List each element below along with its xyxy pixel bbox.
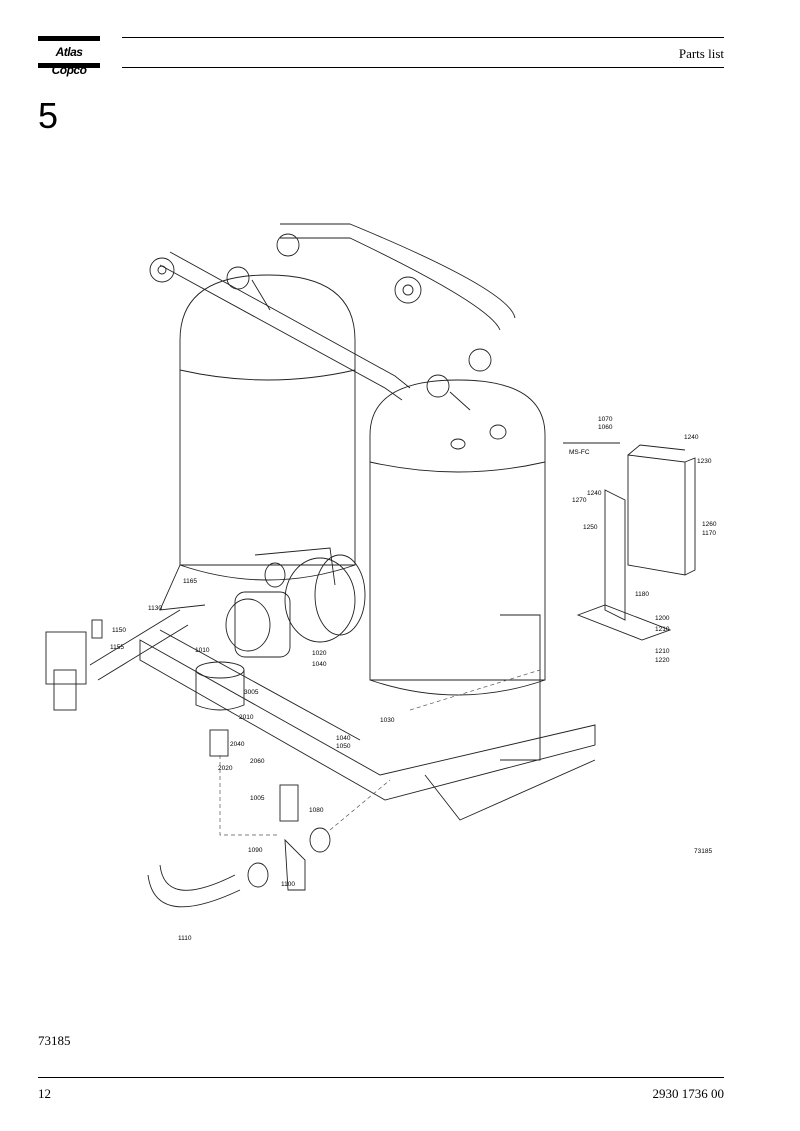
atlas-copco-logo: Atlas Copco <box>38 36 100 77</box>
callout-1210-lower: 1210 <box>655 648 670 655</box>
drawing-number: 73185 <box>694 848 712 855</box>
callout-1150: 1150 <box>112 627 126 634</box>
callout-1170: 1170 <box>702 530 716 537</box>
callout-1230: 1230 <box>697 458 712 465</box>
callout-labels: 1005 1010 1020 1030 1040 1040 1050 1060 … <box>110 416 717 942</box>
callout-2040: 2040 <box>230 741 245 748</box>
header-title: Parts list <box>678 46 724 61</box>
callout-1260: 1260 <box>702 521 717 528</box>
logo-text: Atlas Copco <box>51 45 87 77</box>
base-frame <box>139 564 596 821</box>
callout-2060: 2060 <box>250 758 265 765</box>
pipework <box>149 223 516 411</box>
callout-1050: 1050 <box>336 743 351 750</box>
callout-1240-top: 1240 <box>684 434 699 441</box>
callout-2020: 2020 <box>218 765 233 772</box>
callout-1010: 1010 <box>195 647 210 654</box>
blower-motor <box>225 547 366 658</box>
silencer-fittings <box>195 661 331 891</box>
callout-1110: 1110 <box>178 935 192 942</box>
callout-1020: 1020 <box>312 650 327 657</box>
document-number: 2930 1736 00 <box>652 1086 725 1101</box>
header-rule-top <box>122 37 724 38</box>
callout-1270: 1270 <box>572 497 587 504</box>
page-number: 12 <box>38 1086 51 1101</box>
left-vessel <box>179 274 356 581</box>
callout-1180: 1180 <box>635 591 649 598</box>
header-rule-bottom <box>122 67 724 68</box>
section-number: 5 <box>38 95 59 136</box>
right-vessel <box>369 379 546 696</box>
callout-1080: 1080 <box>309 807 324 814</box>
dashed-leaders <box>219 669 541 836</box>
callout-1240-mid: 1240 <box>587 490 602 497</box>
callout-1100: 1100 <box>281 881 295 888</box>
callout-1030: 1030 <box>380 717 395 724</box>
callout-2010: 2010 <box>239 714 254 721</box>
curved-hose <box>147 864 241 908</box>
footer-rule <box>38 1077 724 1078</box>
callout-1250: 1250 <box>583 524 598 531</box>
callout-1040-lower: 1040 <box>336 735 351 742</box>
callout-1005: 1005 <box>250 795 265 802</box>
callout-1130: 1130 <box>148 605 162 612</box>
callout-1060: 1060 <box>598 424 613 431</box>
callout-1155: 1155 <box>110 644 124 651</box>
figure-reference: 73185 <box>38 1033 71 1048</box>
inlet-filter <box>45 609 189 711</box>
logo-bar-bottom <box>38 63 100 68</box>
callout-1070: 1070 <box>598 416 613 423</box>
callout-1040-upper: 1040 <box>312 661 327 668</box>
controller-label: MS-FC <box>569 449 590 456</box>
callout-1090: 1090 <box>248 847 263 854</box>
controller-panel <box>563 442 696 641</box>
callout-1165: 1165 <box>183 578 197 585</box>
callout-1220: 1220 <box>655 657 670 664</box>
callout-3005: 3005 <box>244 689 259 696</box>
exploded-parts-drawing: 1005 1010 1020 1030 1040 1040 1050 1060 … <box>45 223 717 942</box>
callout-1210-upper: 1210 <box>655 626 670 633</box>
logo-bar-top <box>38 36 100 41</box>
callout-1200: 1200 <box>655 615 670 622</box>
